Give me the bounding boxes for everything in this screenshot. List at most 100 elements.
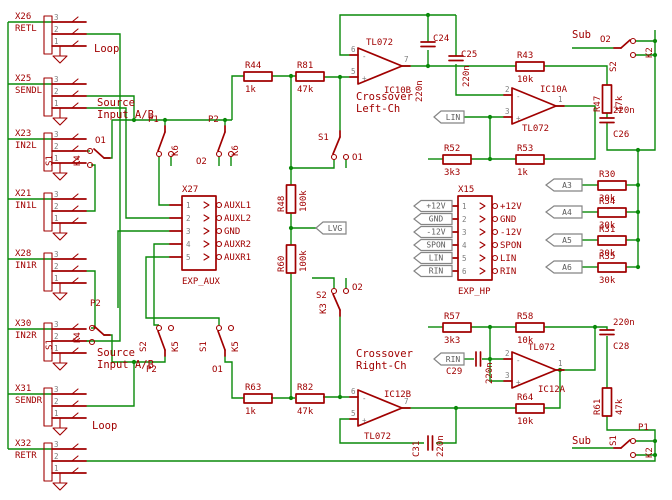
relay-contact-k3-4[interactable] (330, 287, 350, 317)
symbol-shape (606, 122, 639, 267)
symbol-shape (330, 287, 338, 295)
label-text: K4 (73, 332, 83, 343)
symbol-shape (71, 78, 79, 85)
symbol-shape (43, 252, 53, 292)
label-text: TL072 (528, 343, 555, 353)
relay-contact-k6-2[interactable] (215, 125, 235, 158)
label-text: 30k (599, 276, 616, 286)
label-text: TL072 (366, 38, 393, 48)
relay-contact-k4-0[interactable] (86, 147, 111, 169)
label-text: LVG (328, 224, 343, 233)
symbol-shape (71, 28, 79, 35)
label-text: 2 (54, 87, 59, 96)
symbol-shape (227, 324, 235, 332)
symbol-shape (491, 267, 499, 275)
label-text: Sub (572, 435, 591, 447)
symbol-shape (489, 359, 504, 382)
symbol-shape (243, 71, 273, 82)
label-text: R57 (444, 312, 460, 322)
relay-contact-s1-3[interactable] (330, 130, 350, 161)
label-text: 220n (613, 106, 635, 116)
symbol-shape (545, 260, 583, 274)
label-text: SPON (500, 241, 522, 251)
symbol-shape (52, 172, 68, 181)
label-text: 47k (297, 85, 314, 95)
symbol-shape (155, 150, 163, 158)
symbol-shape (479, 202, 486, 210)
net-label-lvg[interactable]: LVG (315, 221, 347, 235)
junction-dot (222, 117, 228, 123)
relay-contact-k5-7[interactable] (215, 324, 235, 357)
net-label-rin[interactable]: RIN (433, 352, 465, 366)
relay-contact-k6-1[interactable] (155, 125, 175, 158)
net-flag-a3[interactable]: A3 (545, 178, 583, 192)
symbol-shape (52, 55, 68, 64)
label-text: 2 (54, 142, 59, 151)
symbol-shape (71, 157, 79, 164)
symbol-shape (544, 326, 596, 371)
symbol-shape (43, 387, 53, 427)
label-text: 1k (245, 85, 256, 95)
label-text: S1 (45, 339, 55, 350)
label-text: 3 (54, 130, 59, 139)
label-text: 100k (299, 190, 309, 212)
net-flag-a5[interactable]: A5 (545, 233, 583, 247)
relay-contact-k5-6[interactable] (155, 324, 175, 357)
label-text: R82 (297, 383, 313, 393)
net-label-lin[interactable]: LIN (433, 110, 465, 124)
net-flag-a6[interactable]: A6 (545, 260, 583, 274)
symbol-shape (629, 37, 637, 45)
label-text: 1 (54, 409, 59, 418)
symbol-shape (330, 153, 338, 161)
relay-contact-k2-8[interactable] (613, 37, 637, 59)
symbol-shape (544, 65, 608, 85)
label-text: 5 (351, 67, 356, 76)
symbol-shape (71, 16, 79, 23)
junction-dot (652, 38, 658, 44)
symbol-shape (71, 145, 79, 152)
label-text: R63 (245, 383, 261, 393)
relay-contact-k2-9[interactable] (613, 437, 637, 459)
net-flag-a4[interactable]: A4 (545, 205, 583, 219)
relay-contact-k4-5[interactable] (88, 324, 111, 346)
